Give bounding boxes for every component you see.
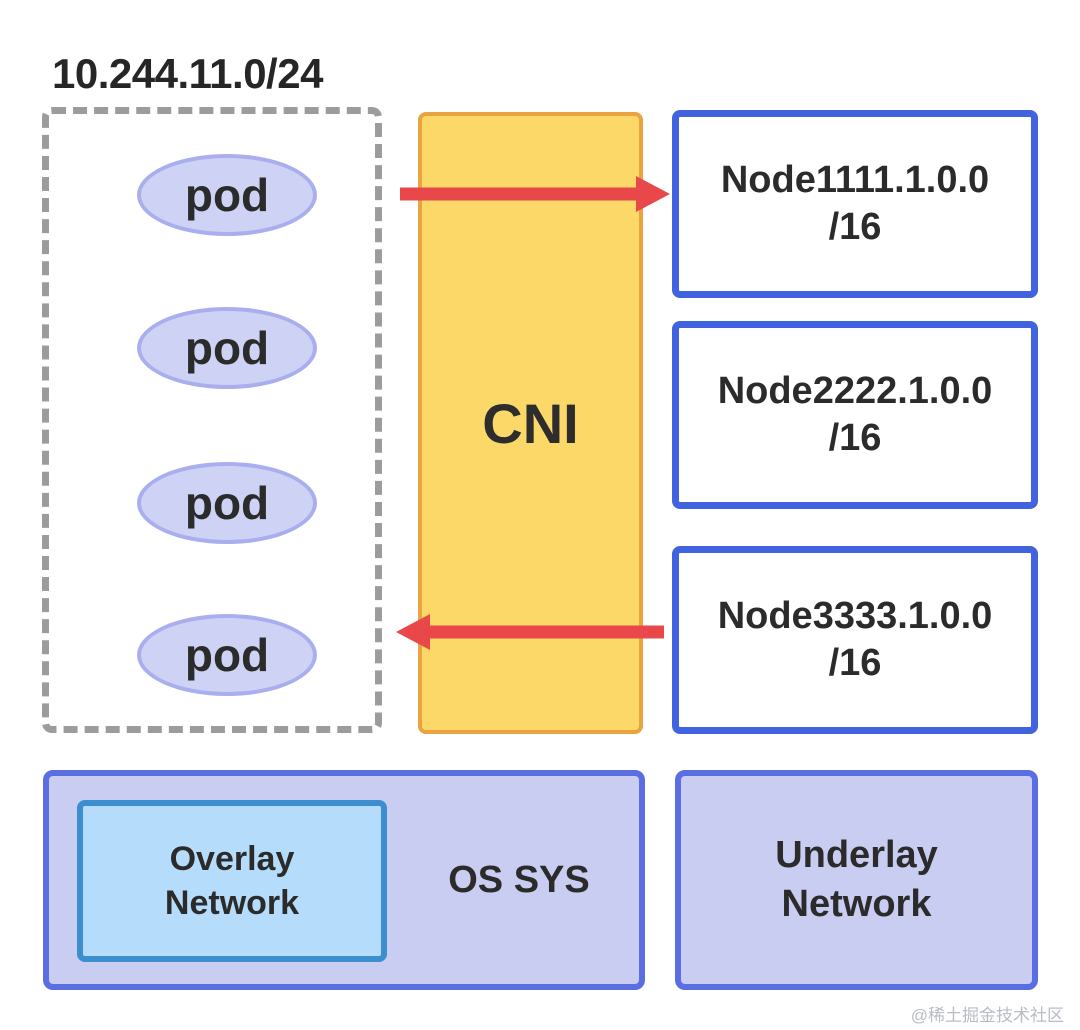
overlay-network-box[interactable]: Overlay Network	[77, 800, 387, 962]
watermark: @稀土掘金技术社区	[910, 1006, 1064, 1025]
node-cidr-line1: Node2222.1.0.0	[717, 369, 993, 412]
pod-label: pod	[184, 169, 270, 221]
underlay-line1: Underlay	[775, 833, 938, 876]
pod-node[interactable]: pod	[137, 154, 317, 236]
pod-group-container: pod pod pod pod	[42, 107, 382, 733]
pod-node[interactable]: pod	[137, 307, 317, 389]
os-sys-label: OS SYS	[448, 858, 590, 901]
overlay-network-label: Overlay Network	[165, 837, 299, 925]
node-label-1: Node1111.1.0.0 /16	[709, 157, 1001, 252]
underlay-network-label: Underlay Network	[775, 831, 938, 930]
pod-label: pod	[184, 477, 270, 529]
pod-label: pod	[184, 322, 270, 374]
node-box-1[interactable]: Node1111.1.0.0 /16	[672, 110, 1038, 298]
pod-label: pod	[184, 629, 270, 681]
node-cidr-line1: Node1111.1.0.0	[720, 158, 990, 201]
node-label-3: Node3333.1.0.0 /16	[706, 593, 1005, 688]
underlay-network-box[interactable]: Underlay Network	[675, 770, 1038, 990]
overlay-line2: Network	[164, 884, 300, 922]
cni-label: CNI	[482, 391, 579, 455]
os-sys-box[interactable]: Overlay Network OS SYS	[43, 770, 645, 990]
overlay-line1: Overlay	[169, 839, 295, 878]
pod-cidr-label: 10.244.11.0/24	[52, 50, 323, 97]
pod-node[interactable]: pod	[137, 614, 317, 696]
node-cidr-line2: /16	[828, 642, 882, 684]
node-label-2: Node2222.1.0.0 /16	[706, 368, 1005, 463]
cni-box[interactable]: CNI	[418, 112, 643, 734]
node-box-3[interactable]: Node3333.1.0.0 /16	[672, 546, 1038, 734]
node-box-2[interactable]: Node2222.1.0.0 /16	[672, 321, 1038, 509]
pod-node[interactable]: pod	[137, 462, 317, 544]
underlay-line2: Network	[781, 883, 932, 925]
node-cidr-line1: Node3333.1.0.0	[717, 594, 993, 637]
node-cidr-line2: /16	[828, 417, 882, 459]
node-cidr-line2: /16	[828, 206, 882, 248]
